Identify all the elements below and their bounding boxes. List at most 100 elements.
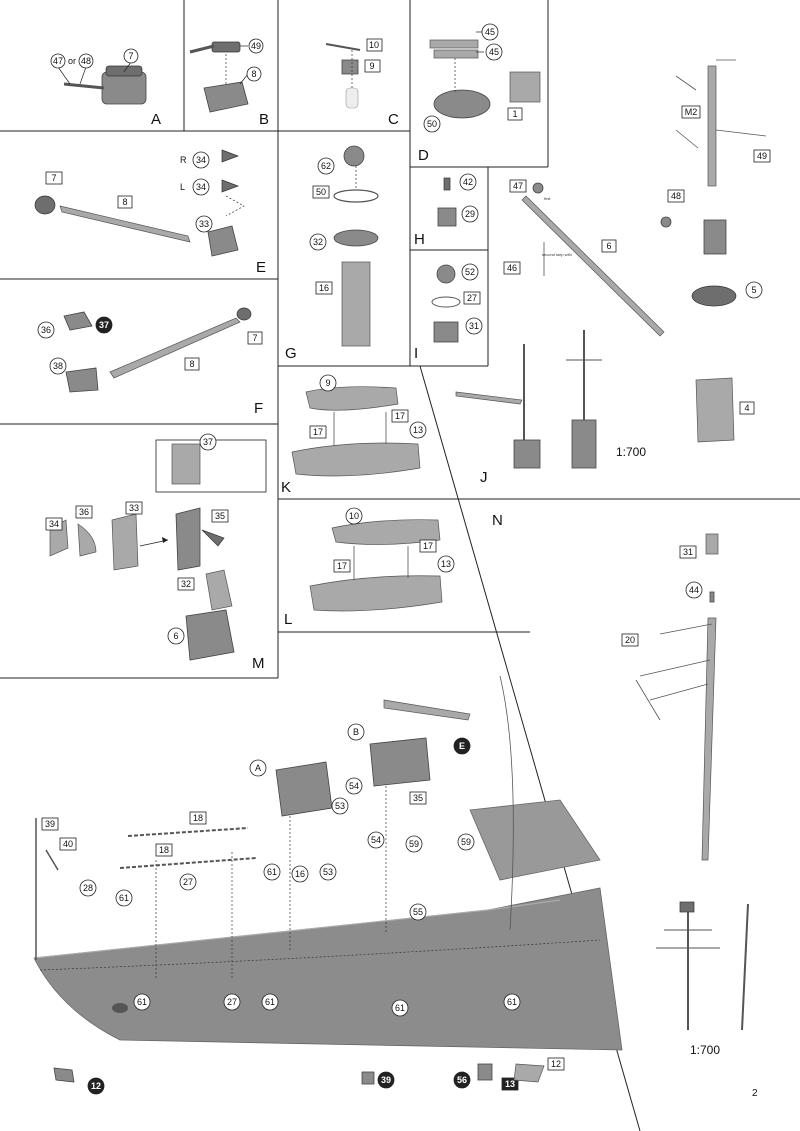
motorboat-part-10 (331, 519, 441, 545)
callout-main-53b: 53 (323, 867, 333, 877)
callout-main-53a: 53 (335, 801, 345, 811)
callout-main-56: 56 (457, 1075, 467, 1085)
cab-part-36 (63, 311, 93, 331)
callout-main-55: 55 (413, 907, 423, 917)
callout-52: 52 (465, 267, 475, 277)
callout-j-5: 5 (751, 285, 756, 295)
callout-62: 62 (321, 161, 331, 171)
base-stand (345, 87, 359, 109)
callout-m-36: 36 (79, 507, 89, 517)
panel-i: 52 27 31 I (414, 263, 483, 362)
callout-j-46: 46 (507, 263, 517, 273)
callout-main-16: 16 (295, 869, 305, 879)
callout-48: 48 (81, 56, 91, 66)
callout-m-33: 33 (129, 503, 139, 513)
panel-letter-i: I (414, 345, 418, 362)
turret-roof (105, 65, 143, 77)
part-47 (532, 182, 544, 194)
callout-n-44: 44 (689, 585, 699, 595)
panel-letter-j: J (480, 469, 488, 486)
panel-n: 31 44 20 1:700 N (492, 512, 749, 1057)
callout-main-39: 39 (45, 819, 55, 829)
callout-33: 33 (199, 219, 209, 229)
part-48 (660, 216, 672, 228)
panel-letter-h: H (414, 231, 425, 248)
callout-n-20: 20 (625, 635, 635, 645)
turret-a-installed (275, 761, 333, 817)
tower-part-16 (341, 261, 371, 347)
callout-38: 38 (53, 361, 63, 371)
callout-main-12a: 12 (91, 1081, 101, 1091)
crane-e-installed (383, 699, 471, 721)
callout-main-28: 28 (83, 883, 93, 893)
hawse-hole (112, 1003, 128, 1013)
callout-main-54a: 54 (349, 781, 359, 791)
part-40 (45, 849, 59, 871)
callout-main-13: 13 (505, 1079, 515, 1089)
callout-29: 29 (465, 209, 475, 219)
callout-34-r: 34 (196, 155, 206, 165)
twin-gun-part-45b (433, 49, 479, 59)
turret-b-installed (369, 737, 431, 787)
callout-main-54b: 54 (371, 835, 381, 845)
part-42 (443, 177, 451, 191)
panel-b: 49 8 B (189, 38, 269, 128)
callout-l-17a: 17 (337, 561, 347, 571)
callout-main-61a: 61 (119, 893, 129, 903)
mast-upper (703, 219, 727, 255)
callout-main-27a: 27 (183, 877, 193, 887)
part-31 (433, 321, 459, 343)
callout-main-12b: 12 (551, 1059, 561, 1069)
panel-letter-c: C (388, 111, 399, 128)
panel-a: 47 or 48 7 A (50, 48, 161, 128)
callout-main-39b: 39 (381, 1075, 391, 1085)
railing-part-1 (509, 71, 541, 103)
callout-j-48: 48 (671, 191, 681, 201)
callout-main-61c: 61 (137, 997, 147, 1007)
scale-label-n: 1:700 (690, 1043, 720, 1057)
panel-letter-k: K (281, 479, 291, 496)
frame-part-32 (205, 569, 233, 611)
panel-letter-l: L (284, 611, 292, 628)
callout-main-59a: 59 (409, 839, 419, 849)
hull (33, 887, 623, 1051)
callout-j-6: 6 (606, 241, 611, 251)
turret-part-6 (185, 609, 235, 661)
callout-i-27: 27 (467, 293, 477, 303)
callout-main-59b: 59 (461, 837, 471, 847)
callout-main-61f: 61 (507, 997, 517, 1007)
callout-m-6: 6 (173, 631, 178, 641)
callout-49: 49 (251, 41, 261, 51)
part-52 (436, 264, 456, 284)
callout-47: 47 (53, 56, 63, 66)
callout-k-9: 9 (325, 378, 330, 388)
flag-r-part-34 (221, 149, 239, 163)
panel-letter-d: D (418, 147, 429, 164)
panel-l: 10 17 17 13 L (284, 507, 455, 628)
callout-main-61b: 61 (267, 867, 277, 877)
panel-f: 36 37 38 8 7 F (37, 307, 263, 417)
panel-h: 42 29 H (414, 173, 479, 248)
turret-base-part-8 (203, 81, 249, 113)
crane-base-part-38 (65, 367, 99, 393)
panel-letter-a: A (151, 111, 161, 128)
part-5 (691, 285, 737, 307)
shield-part-4 (695, 377, 735, 443)
searchlight-part-62 (343, 145, 365, 167)
callout-m2: M2 (685, 107, 698, 117)
callout-37: 37 (99, 320, 109, 330)
gun-base-part-50 (433, 89, 491, 119)
callout-i-31: 31 (469, 321, 479, 331)
part-12-loose (513, 1063, 545, 1083)
panel-letter-g: G (285, 345, 297, 362)
panel-letter-f: F (254, 400, 263, 417)
panel-j: M2 49 47 first second step with 48 6 46 … (455, 59, 771, 486)
callout-j-47: 47 (513, 181, 523, 191)
part-56 (477, 1063, 493, 1081)
callout-e-7: 7 (51, 173, 56, 183)
callout-8: 8 (251, 69, 256, 79)
callout-n-31: 31 (683, 547, 693, 557)
main-assembly: A B E 39 40 18 18 28 61 27 61 16 53 54 5… (33, 675, 623, 1095)
